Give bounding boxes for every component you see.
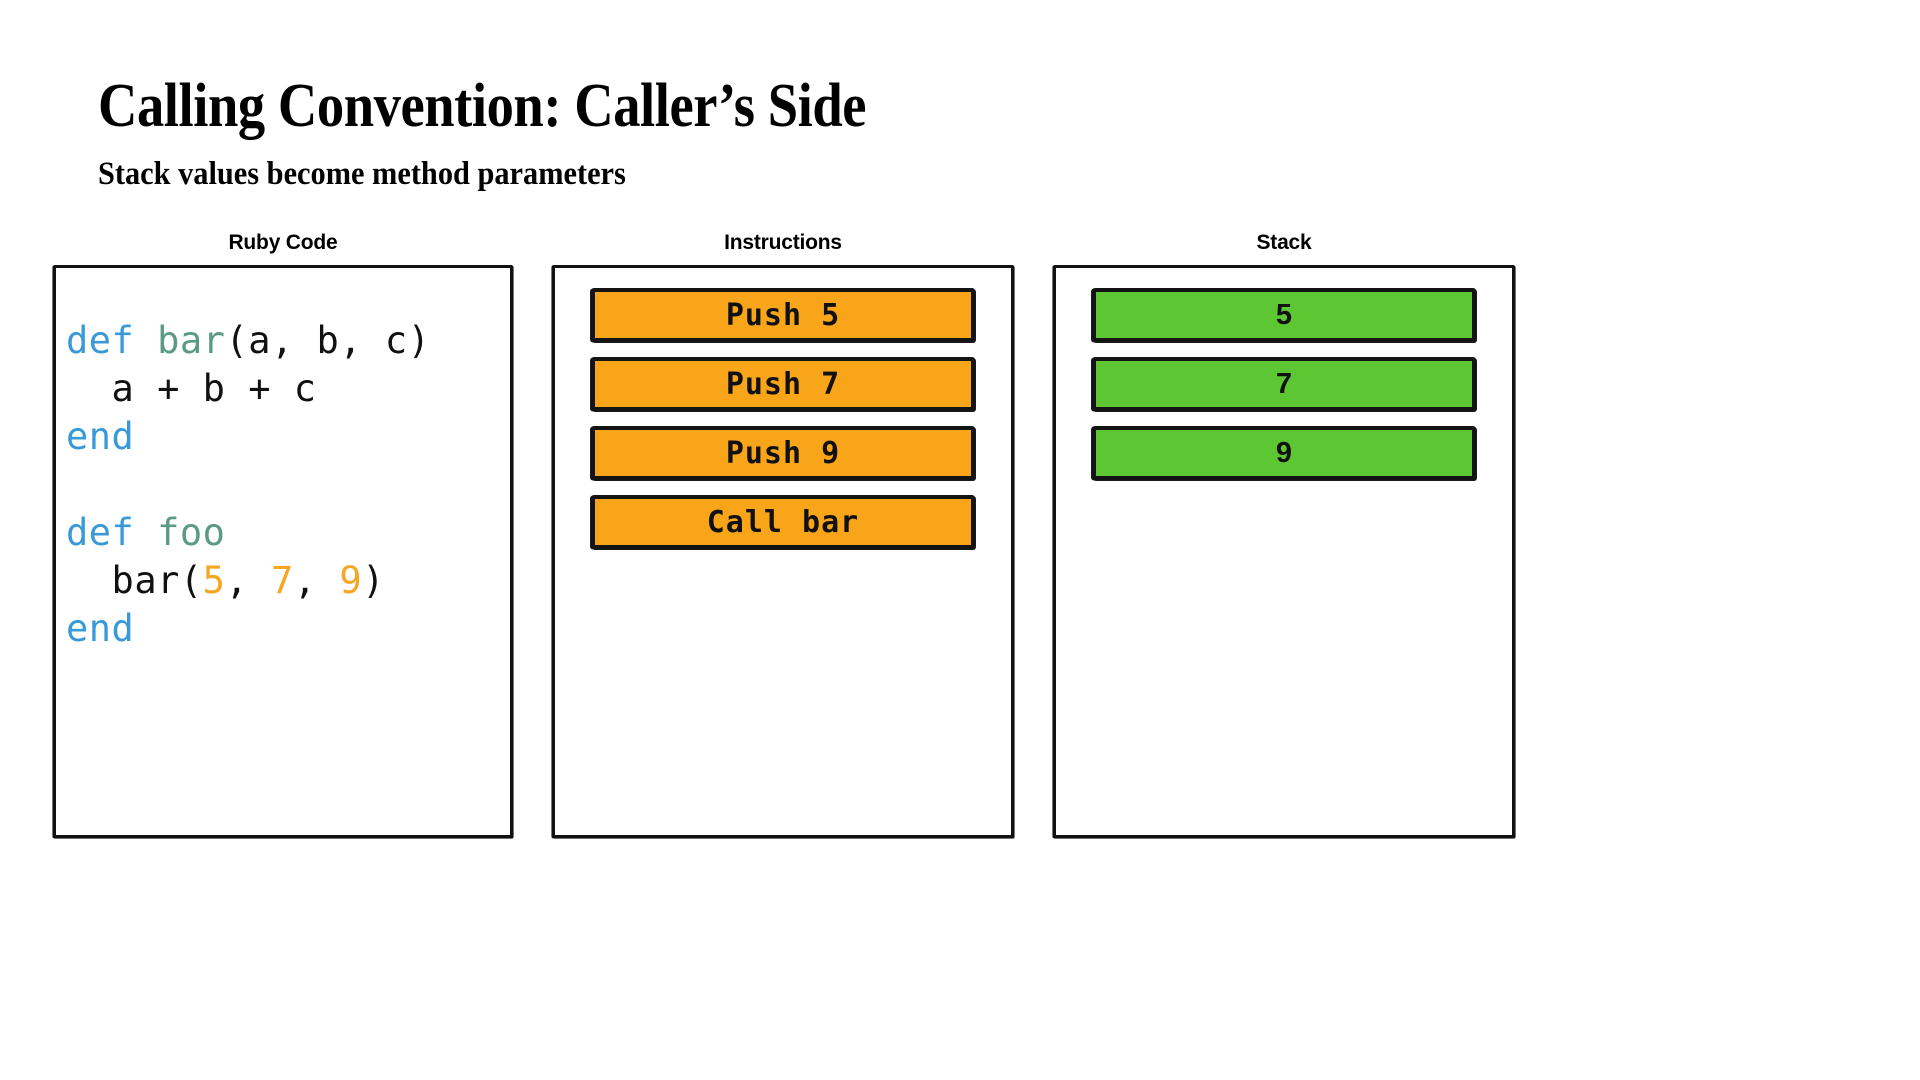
code-token-pl: a + b + c [66, 367, 317, 410]
code-token-fn: bar [157, 319, 226, 362]
column-label-instructions: Instructions [724, 231, 842, 254]
code-token-kw: def [66, 319, 135, 362]
stack-item-label: 5 [1275, 298, 1293, 331]
ruby-code-block: def bar(a, b, c) a + b + c end def foo b… [66, 317, 430, 653]
code-token-kw: end [66, 607, 135, 650]
code-line: def bar(a, b, c) [66, 319, 430, 362]
stack-list: 5 7 9 [1092, 288, 1476, 495]
code-token-pl: ) [362, 559, 385, 602]
column-stack: Stack 5 7 9 [1053, 231, 1515, 838]
code-token-num: 5 [202, 559, 226, 602]
column-instructions: Instructions Push 5 Push 7 Push 9 Call bar [552, 231, 1014, 838]
instruction-item-label: Call bar [706, 504, 860, 540]
instruction-item[interactable]: Push 7 [591, 357, 975, 411]
instruction-item-label: Push 7 [725, 366, 841, 402]
stack-item[interactable]: 9 [1092, 426, 1476, 480]
code-token-kw: end [66, 415, 135, 458]
code-token-pl [134, 511, 157, 554]
code-line: a + b + c [66, 367, 317, 410]
stack-item[interactable]: 5 [1092, 288, 1476, 342]
column-label-stack: Stack [1256, 231, 1312, 254]
instruction-item[interactable]: Call bar [591, 495, 975, 549]
stack-item-label: 7 [1275, 367, 1293, 400]
code-line: def foo [66, 511, 225, 554]
stack-item[interactable]: 7 [1092, 357, 1476, 411]
code-token-kw: def [66, 511, 135, 554]
instructions-panel: Push 5 Push 7 Push 9 Call bar [552, 265, 1014, 838]
instruction-list: Push 5 Push 7 Push 9 Call bar [591, 288, 975, 564]
code-token-num: 7 [271, 559, 294, 602]
code-token-pl: , [293, 559, 340, 602]
stack-panel: 5 7 9 [1053, 265, 1515, 838]
instruction-item-label: Push 9 [725, 435, 841, 471]
instruction-item[interactable]: Push 9 [591, 426, 975, 480]
stack-item-label: 9 [1275, 436, 1293, 469]
page-title: Calling Convention: Caller’s Side [98, 72, 867, 140]
column-label-ruby-code: Ruby Code [228, 231, 338, 254]
code-token-fn: foo [157, 511, 226, 554]
code-token-pl: (a, b, c) [225, 319, 431, 362]
code-line: bar(5, 7, 9) [66, 559, 385, 602]
code-line: end [66, 415, 134, 458]
ruby-code-panel: def bar(a, b, c) a + b + c end def foo b… [53, 265, 513, 838]
code-token-pl [134, 319, 157, 362]
code-line: end [66, 607, 134, 650]
column-ruby-code: Ruby Code def bar(a, b, c) a + b + c end… [53, 231, 513, 838]
code-token-num: 9 [339, 559, 363, 602]
instruction-item[interactable]: Push 5 [591, 288, 975, 342]
instruction-item-label: Push 5 [725, 297, 841, 333]
page-subtitle: Stack values become method parameters [98, 156, 626, 192]
code-token-pl: , [225, 559, 271, 602]
code-token-pl: bar( [66, 559, 203, 602]
